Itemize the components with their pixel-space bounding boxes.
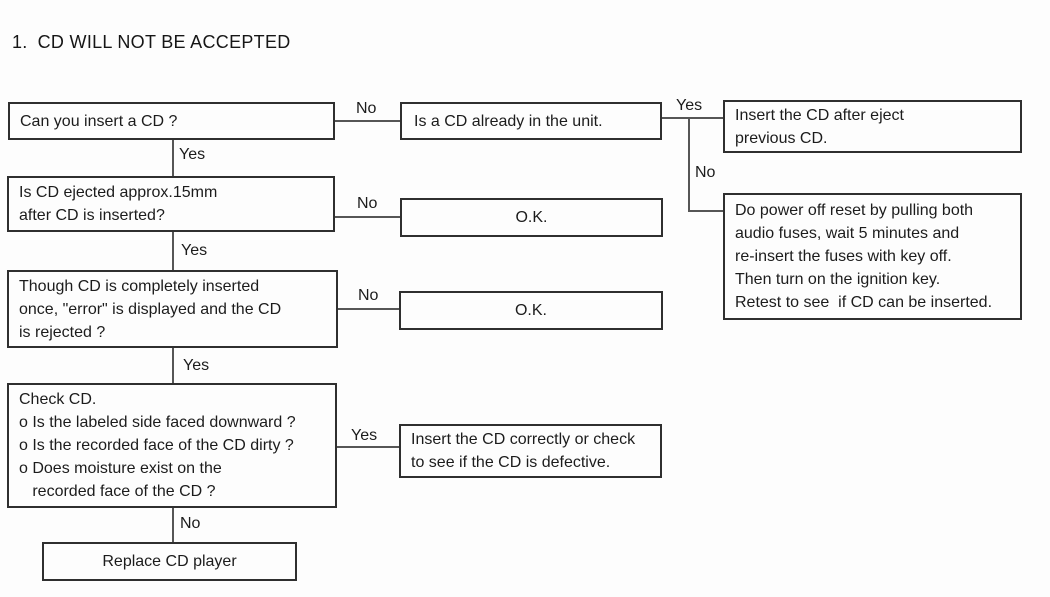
page-title-number: 1. <box>12 32 28 52</box>
edge-label-q1-no: No <box>356 100 377 117</box>
edge-label-q3-no: No <box>357 195 378 212</box>
connector-q4-to-ok2 <box>338 308 399 310</box>
node-error-displayed: Though CD is completely inserted once, "… <box>7 270 338 348</box>
edge-label-q4-yes: Yes <box>183 357 210 374</box>
page-title-text: CD WILL NOT BE ACCEPTED <box>37 32 291 52</box>
connector-q4-to-q5 <box>172 348 174 383</box>
node-replace-cd-player: Replace CD player <box>42 542 297 581</box>
edge-label-q2-yes: Yes <box>676 97 703 114</box>
connector-q3-to-ok1 <box>335 216 400 218</box>
edge-label-q1-yes: Yes <box>179 146 206 163</box>
connector-q2-to-power-off-reset <box>688 210 723 212</box>
connector-q3-to-q4 <box>172 232 174 270</box>
node-check-cd: Check CD. o Is the labeled side faced do… <box>7 383 337 508</box>
edge-label-q3-yes: Yes <box>181 242 208 259</box>
node-ok-2: O.K. <box>399 291 663 330</box>
connector-q5-to-replace-player <box>172 508 174 542</box>
node-insert-correctly: Insert the CD correctly or check to see … <box>399 424 662 478</box>
connector-q2-no-vertical <box>688 117 690 212</box>
edge-label-q2-no: No <box>695 164 716 181</box>
node-cd-already-in-unit: Is a CD already in the unit. <box>400 102 662 140</box>
connector-q1-to-q3 <box>172 140 174 176</box>
connector-q5-to-insert-correctly <box>337 446 399 448</box>
node-can-insert-cd: Can you insert a CD ? <box>8 102 335 140</box>
edge-label-q4-no: No <box>358 287 379 304</box>
node-ok-1: O.K. <box>400 198 663 237</box>
node-insert-after-eject: Insert the CD after eject previous CD. <box>723 100 1022 153</box>
node-power-off-reset: Do power off reset by pulling both audio… <box>723 193 1022 320</box>
connector-q1-to-q2 <box>335 120 400 122</box>
node-cd-ejected-15mm: Is CD ejected approx.15mm after CD is in… <box>7 176 335 232</box>
page-title: 1. CD WILL NOT BE ACCEPTED <box>12 32 291 53</box>
edge-label-q5-no: No <box>180 515 201 532</box>
edge-label-q5-yes: Yes <box>351 427 378 444</box>
connector-q2-to-insert-after-eject <box>662 117 723 119</box>
